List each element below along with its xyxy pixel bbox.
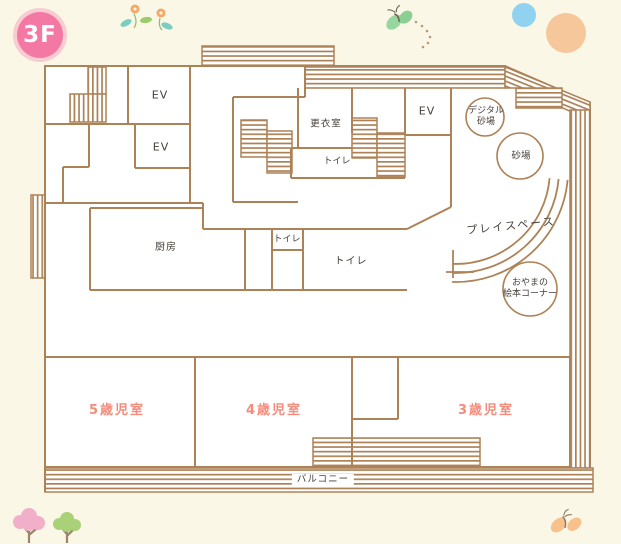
digital-sandbox-circle	[465, 97, 505, 137]
walls	[44, 65, 571, 492]
room-label-balcony: バルコニー	[291, 474, 355, 486]
left-stair-hatch	[30, 194, 46, 279]
stairs-topleft-a	[87, 66, 107, 95]
room-label-sandbox: 砂場	[511, 150, 531, 162]
room-label-class-4yo: 4歳児室	[245, 403, 303, 419]
room-label-class-3yo: 3歳児室	[457, 403, 515, 419]
stairs-right-a	[351, 117, 378, 159]
top-protruding-wall-hatch	[201, 45, 335, 67]
room-label-kitchen: 厨房	[155, 242, 177, 253]
floor-badge-label: 3F	[23, 22, 57, 48]
stairs-mid-a	[240, 119, 268, 158]
dotted-trail	[414, 20, 432, 49]
pink-tree-icon	[13, 508, 45, 543]
stairs-right-b	[376, 132, 406, 178]
green-tree-icon	[53, 512, 81, 543]
inner-balcony-hatch	[312, 437, 481, 468]
room-label-picture-book-corner: おやまの 絵本コーナー	[502, 277, 558, 299]
room-label-digital-sandbox: デジタル 砂場	[468, 105, 504, 127]
top-wall-hatch	[304, 66, 506, 89]
blue-dot	[512, 3, 536, 27]
sandbox-circle	[496, 132, 544, 180]
room-label-ev-right: EV	[418, 104, 436, 118]
room-label-toilet-small: トイレ	[273, 234, 301, 245]
room-label-toilet-upper: トイレ	[323, 156, 351, 167]
stairs-mid-b	[266, 130, 293, 174]
green-butterfly-icon	[386, 4, 413, 30]
room-label-ev-mid: EV	[152, 140, 170, 154]
right-wall-hatch	[569, 109, 591, 469]
picture-book-corner-circle	[502, 261, 558, 317]
room-label-toilet-lower: トイレ	[334, 256, 368, 267]
room-label-ev-top: EV	[151, 88, 169, 102]
room-label-changing-room: 更衣室	[310, 118, 342, 130]
flower-decoration	[120, 4, 173, 31]
floor-badge: 3F	[17, 12, 63, 58]
room-label-class-5yo: 5歳児室	[88, 403, 146, 419]
corner-wall-hatch	[515, 87, 563, 109]
orange-dot	[546, 13, 586, 53]
area-circles	[465, 97, 558, 317]
hatched-walls	[30, 45, 594, 493]
play-space-arcs	[446, 178, 569, 283]
orange-butterfly-icon	[550, 508, 582, 533]
stairs-topleft-b	[69, 93, 107, 123]
